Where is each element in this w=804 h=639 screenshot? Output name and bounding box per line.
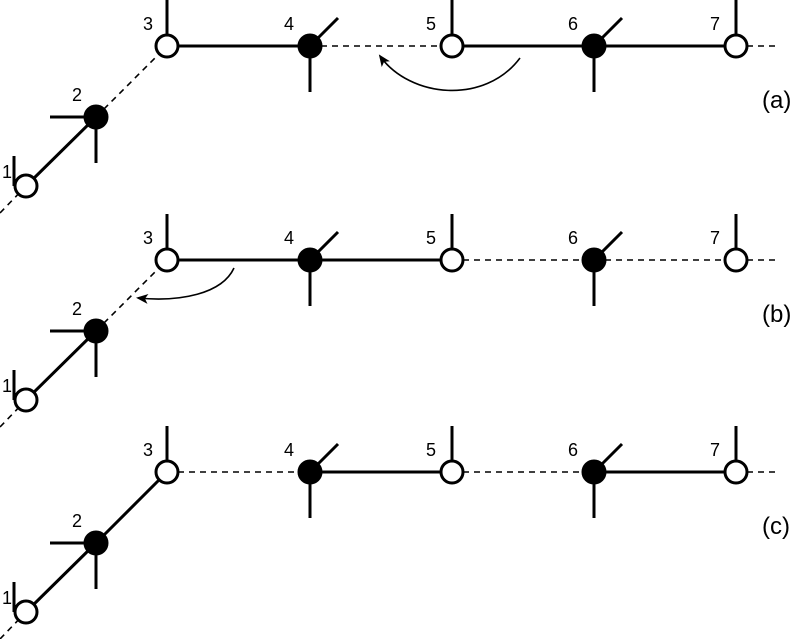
node-label: 3 (143, 440, 153, 460)
transfer-arrow (136, 267, 235, 304)
bonds (0, 44, 780, 214)
bonds (0, 470, 780, 639)
nodes: 1 2 3 4 5 6 7 (2, 14, 749, 199)
panel-label: (b) (762, 301, 791, 328)
panel-b: 1 2 3 4 5 6 7 (b) (0, 214, 791, 428)
filled-node (297, 247, 323, 273)
open-node (154, 33, 180, 59)
filled-node (83, 530, 109, 556)
filled-node (83, 104, 109, 130)
node-label: 3 (143, 228, 153, 248)
node-label: 4 (284, 228, 294, 248)
node-label: 2 (72, 299, 82, 319)
open-node (154, 247, 180, 273)
node-label: 3 (143, 14, 153, 34)
open-node (439, 33, 465, 59)
transfer-arrow-path (136, 267, 235, 304)
open-node (13, 173, 39, 199)
node-label: 1 (2, 588, 12, 608)
panel-a: 1 2 3 4 5 6 7 (a) (0, 0, 791, 214)
open-node (723, 33, 749, 59)
node-label: 7 (710, 440, 720, 460)
node-label: 6 (568, 14, 578, 34)
nodes: 1 2 3 4 5 6 7 (2, 228, 749, 413)
transfer-arrow (378, 54, 521, 92)
open-node (723, 459, 749, 485)
bond-stubs (12, 214, 738, 400)
panel-label: (c) (762, 513, 790, 540)
filled-node (297, 459, 323, 485)
bond-stubs (12, 0, 738, 186)
filled-node (581, 33, 607, 59)
node-label: 4 (284, 14, 294, 34)
bond-1-2 (24, 329, 98, 402)
node-label: 1 (2, 376, 12, 396)
node-label: 5 (426, 228, 436, 248)
nodes: 1 2 3 4 5 6 7 (2, 440, 749, 625)
panel-c: 1 2 3 4 5 6 7 (c) (0, 426, 790, 639)
open-node (439, 247, 465, 273)
open-node (723, 247, 749, 273)
bond-2-3 (94, 470, 169, 545)
open-node (439, 459, 465, 485)
node-label: 6 (568, 228, 578, 248)
node-label: 5 (426, 14, 436, 34)
node-label: 4 (284, 440, 294, 460)
filled-node (581, 247, 607, 273)
bond-1-2 (24, 541, 98, 614)
bonds (0, 258, 780, 428)
node-label: 2 (72, 511, 82, 531)
bond-2-3 (95, 45, 168, 118)
panel-label: (a) (762, 87, 791, 114)
open-node (13, 387, 39, 413)
filled-node (581, 459, 607, 485)
node-label: 2 (72, 85, 82, 105)
node-label: 1 (2, 162, 12, 182)
filled-node (297, 33, 323, 59)
node-label: 7 (710, 14, 720, 34)
open-node (154, 459, 180, 485)
transfer-arrow-path (378, 54, 521, 92)
open-node (13, 599, 39, 625)
node-label: 7 (710, 228, 720, 248)
node-label: 5 (426, 440, 436, 460)
bond-stubs (12, 426, 738, 612)
bond-1-2 (24, 115, 98, 188)
filled-node (83, 318, 109, 344)
bond-2-3 (95, 259, 168, 332)
node-label: 6 (568, 440, 578, 460)
